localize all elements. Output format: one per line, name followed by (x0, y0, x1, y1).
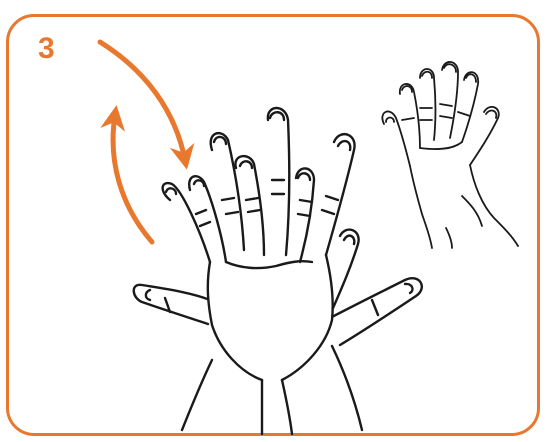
interlaced-fingers-small-hands-illustration (382, 62, 518, 248)
interlaced-fingers-hands-illustration (134, 108, 422, 434)
step-number: 3 (38, 34, 55, 64)
curved-arrow-up-icon (113, 115, 152, 242)
